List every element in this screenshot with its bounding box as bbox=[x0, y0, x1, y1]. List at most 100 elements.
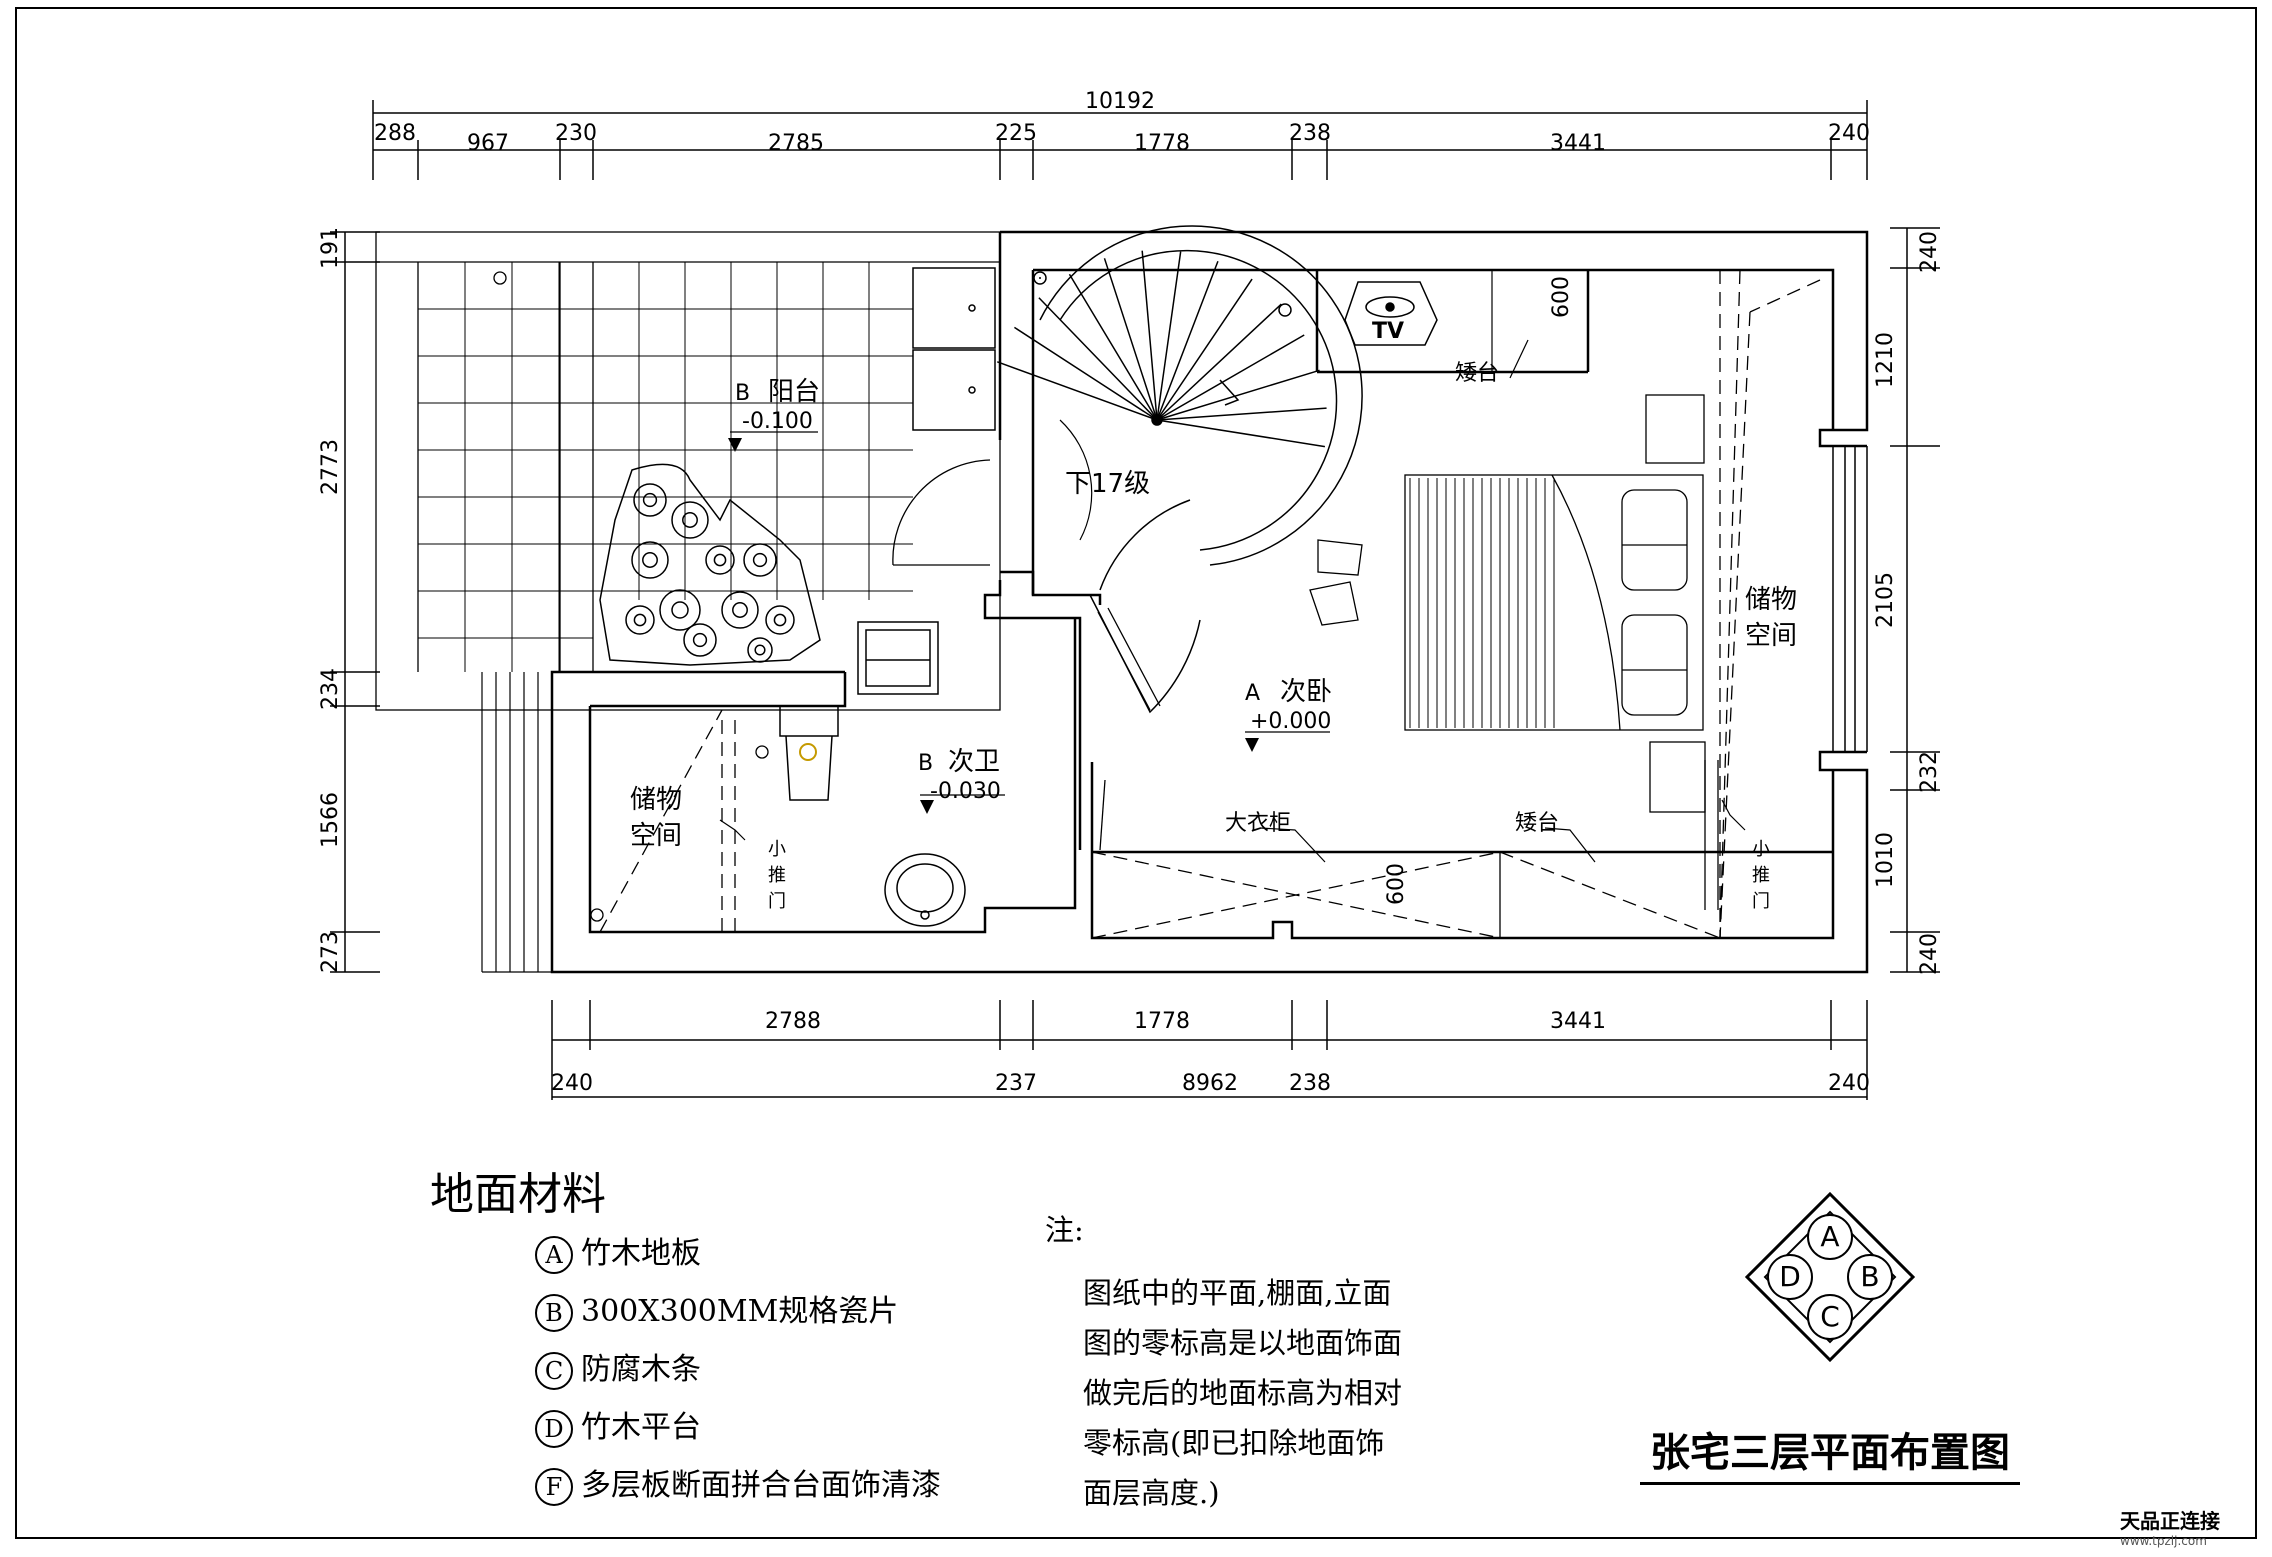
dim-left: 191 bbox=[318, 227, 343, 269]
dim-right: 240 bbox=[1917, 933, 1942, 975]
tv-label: TV bbox=[1372, 319, 1404, 344]
dim-top-seg: 2785 bbox=[768, 131, 824, 156]
balcony-cabinets bbox=[912, 267, 996, 431]
sliding-door-left-label: 小推门 bbox=[768, 839, 786, 912]
storage-left-label: 储物空间 bbox=[630, 785, 682, 851]
low-table-bottom-label: 矮台 bbox=[1515, 811, 1559, 836]
bedroom-name: 次卧 bbox=[1280, 677, 1332, 707]
dim-top-seg: 1778 bbox=[1134, 131, 1190, 156]
floor-cushions bbox=[1309, 539, 1363, 626]
dim-bottom-upper: 2788 bbox=[765, 1009, 821, 1034]
bath-code: B bbox=[918, 751, 933, 776]
note-line: 零标高(即已扣除地面饰 bbox=[1083, 1426, 1385, 1460]
watermark-logo: 天品正连接 www.tpzlj.com bbox=[2120, 1505, 2220, 1548]
dim-bottom-lower: 8962 bbox=[1182, 1071, 1238, 1096]
dim-right: 2105 bbox=[1873, 572, 1898, 628]
dim-600-bottom: 600 bbox=[1384, 863, 1409, 905]
key-b: B bbox=[1860, 1260, 1879, 1293]
dim-right: 1010 bbox=[1873, 832, 1898, 888]
note-line: 做完后的地面标高为相对 bbox=[1083, 1376, 1403, 1410]
dim-right: 232 bbox=[1917, 751, 1942, 793]
walls bbox=[550, 230, 1869, 974]
level-markers bbox=[728, 438, 1259, 814]
legend-code: C bbox=[535, 1352, 573, 1390]
spiral-stair bbox=[996, 225, 1363, 714]
legend-text: 300X300MM规格瓷片 bbox=[581, 1294, 899, 1329]
legend-code: B bbox=[535, 1294, 573, 1332]
sliding-door-right bbox=[1704, 760, 1719, 910]
note-label: 注: bbox=[1045, 1213, 1084, 1247]
dim-top-seg: 3441 bbox=[1550, 131, 1606, 156]
planter-garden bbox=[599, 463, 821, 666]
dim-top-seg: 967 bbox=[467, 131, 509, 156]
note-text: 图纸中的平面,棚面,立面图的零标高是以地面饰面做完后的地面标高为相对零标高(即已… bbox=[1083, 1268, 1402, 1518]
material-key-diagram: A B C D bbox=[1745, 1192, 1915, 1362]
dim-bottom-lower: 240 bbox=[551, 1071, 593, 1096]
balcony-name: 阳台 bbox=[768, 377, 820, 407]
bed-blanket-stripes bbox=[1409, 478, 1555, 728]
bath-level: -0.030 bbox=[930, 779, 1001, 804]
legend-code: A bbox=[535, 1236, 573, 1274]
dim-bottom-upper: 1778 bbox=[1134, 1009, 1190, 1034]
watermark-name: 天品正连接 bbox=[2120, 1509, 2220, 1533]
note-line: 面层高度.) bbox=[1083, 1476, 1220, 1510]
legend-text: 多层板断面拼合台面饰清漆 bbox=[581, 1468, 941, 1503]
low-table-top-label: 矮台 bbox=[1455, 361, 1499, 386]
dim-600-top: 600 bbox=[1549, 276, 1574, 318]
dashed-hidden-lines bbox=[599, 269, 1821, 939]
dim-top-seg: 240 bbox=[1828, 121, 1870, 146]
dim-top-seg: 225 bbox=[995, 121, 1037, 146]
balcony-code: B bbox=[735, 381, 750, 406]
dim-bottom-lower: 238 bbox=[1289, 1071, 1331, 1096]
double-bed bbox=[1404, 394, 1706, 813]
dim-left: 273 bbox=[318, 931, 343, 973]
tv-set bbox=[1344, 281, 1438, 346]
bedroom-door bbox=[1097, 607, 1161, 851]
dim-right: 1210 bbox=[1873, 332, 1898, 388]
window-right bbox=[1832, 446, 1868, 752]
dim-left: 2773 bbox=[318, 439, 343, 495]
sliding-door-right-label: 小推门 bbox=[1752, 839, 1770, 912]
leader-lines bbox=[719, 270, 1746, 863]
floor-materials-legend: 地面材料 bbox=[430, 1158, 606, 1222]
dim-bottom-lower: 240 bbox=[1828, 1071, 1870, 1096]
dim-top-segments: 288 967 230 2785 225 1778 238 3441 240 bbox=[374, 121, 1870, 156]
storage-right-label: 储物空间 bbox=[1745, 585, 1797, 651]
legend-text: 防腐木条 bbox=[581, 1352, 701, 1387]
dim-top-seg: 288 bbox=[374, 121, 416, 146]
wardrobe-label: 大衣柜 bbox=[1225, 811, 1291, 836]
drawing-title: 张宅三层平面布置图 bbox=[1640, 1420, 2020, 1485]
bath-name: 次卫 bbox=[948, 747, 1000, 777]
stair-treads bbox=[996, 250, 1327, 448]
legend-code: D bbox=[535, 1410, 573, 1448]
key-d: D bbox=[1779, 1260, 1801, 1293]
legend-text: 竹木平台 bbox=[581, 1410, 701, 1445]
legend-code: F bbox=[535, 1468, 573, 1506]
dim-top-seg: 230 bbox=[555, 121, 597, 146]
balcony-level: -0.100 bbox=[742, 409, 813, 434]
bedroom-level: +0.000 bbox=[1250, 709, 1331, 734]
dim-bottom-lower: 237 bbox=[995, 1071, 1037, 1096]
legend-title: 地面材料 bbox=[430, 1169, 606, 1220]
legend-text: 竹木地板 bbox=[581, 1236, 701, 1271]
stair-label: 下17级 bbox=[1065, 469, 1150, 499]
balcony-door-swing bbox=[892, 459, 991, 566]
left-dimension-lines bbox=[330, 231, 380, 973]
watermark-url: www.tpzlj.com bbox=[2120, 1534, 2207, 1548]
dim-right: 240 bbox=[1917, 231, 1942, 273]
right-dimension-lines bbox=[1890, 227, 1940, 973]
dim-top-seg: 238 bbox=[1289, 121, 1331, 146]
note-line: 图的零标高是以地面饰面 bbox=[1083, 1326, 1403, 1360]
key-a: A bbox=[1820, 1220, 1839, 1253]
dim-left: 234 bbox=[318, 668, 343, 710]
dim-left: 1566 bbox=[318, 792, 343, 848]
bottom-dimension-lines bbox=[551, 1000, 1868, 1100]
deck-boards bbox=[481, 672, 553, 973]
dim-bottom-upper: 3441 bbox=[1550, 1009, 1606, 1034]
